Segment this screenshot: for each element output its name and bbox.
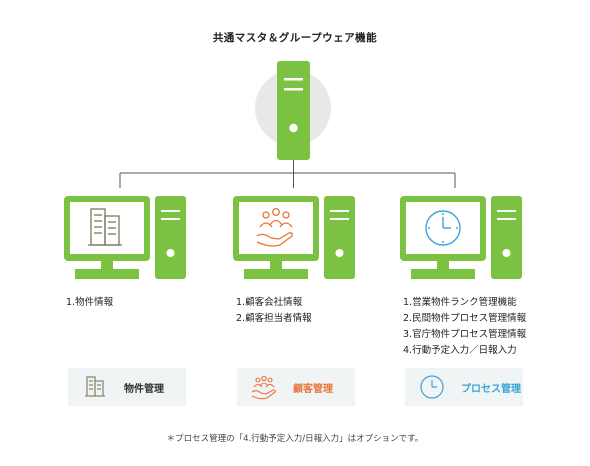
badge-customer: 顧客管理	[237, 368, 355, 406]
clock-icon	[417, 372, 447, 402]
building-icon	[88, 208, 122, 246]
info-list-2: 1.顧客会社情報 2.顧客担当者情報	[236, 295, 312, 327]
info-item: 1.営業物件ランク管理機能	[403, 297, 517, 308]
info-list-1: 1.物件情報	[66, 295, 113, 311]
info-item: 2.顧客担当者情報	[236, 313, 312, 324]
info-item: 3.官庁物件プロセス管理情報	[403, 329, 527, 340]
footnote: ＊プロセス管理の「4.行動予定入力/日報入力」はオプションです。	[166, 434, 424, 444]
computer-2	[233, 196, 355, 279]
info-list-3: 1.営業物件ランク管理機能 2.民間物件プロセス管理情報 3.官庁物件プロセス管…	[403, 295, 526, 359]
people-hand-icon	[256, 208, 293, 247]
badge-label: 物件管理	[124, 383, 164, 395]
badge-label: プロセス管理	[461, 383, 521, 395]
info-item: 4.行動予定入力／日報入力	[403, 345, 517, 356]
pc-tower	[324, 196, 355, 279]
server-tower	[277, 61, 310, 160]
info-item: 1.物件情報	[66, 297, 114, 308]
people-hand-icon	[249, 372, 279, 402]
badge-process: プロセス管理	[405, 368, 523, 406]
clock-icon	[425, 210, 461, 246]
info-item: 2.民間物件プロセス管理情報	[403, 313, 527, 324]
server-node	[255, 61, 331, 160]
pc-tower	[491, 196, 522, 279]
badge-label: 顧客管理	[293, 383, 333, 395]
badge-property: 物件管理	[68, 368, 186, 406]
computer-1	[64, 196, 186, 279]
diagram-title: 共通マスタ＆グループウェア機能	[212, 32, 378, 44]
computer-3	[400, 196, 522, 279]
info-item: 1.顧客会社情報	[236, 297, 303, 308]
pc-tower	[155, 196, 186, 279]
connector-lines	[119, 160, 456, 188]
building-icon	[80, 372, 110, 402]
